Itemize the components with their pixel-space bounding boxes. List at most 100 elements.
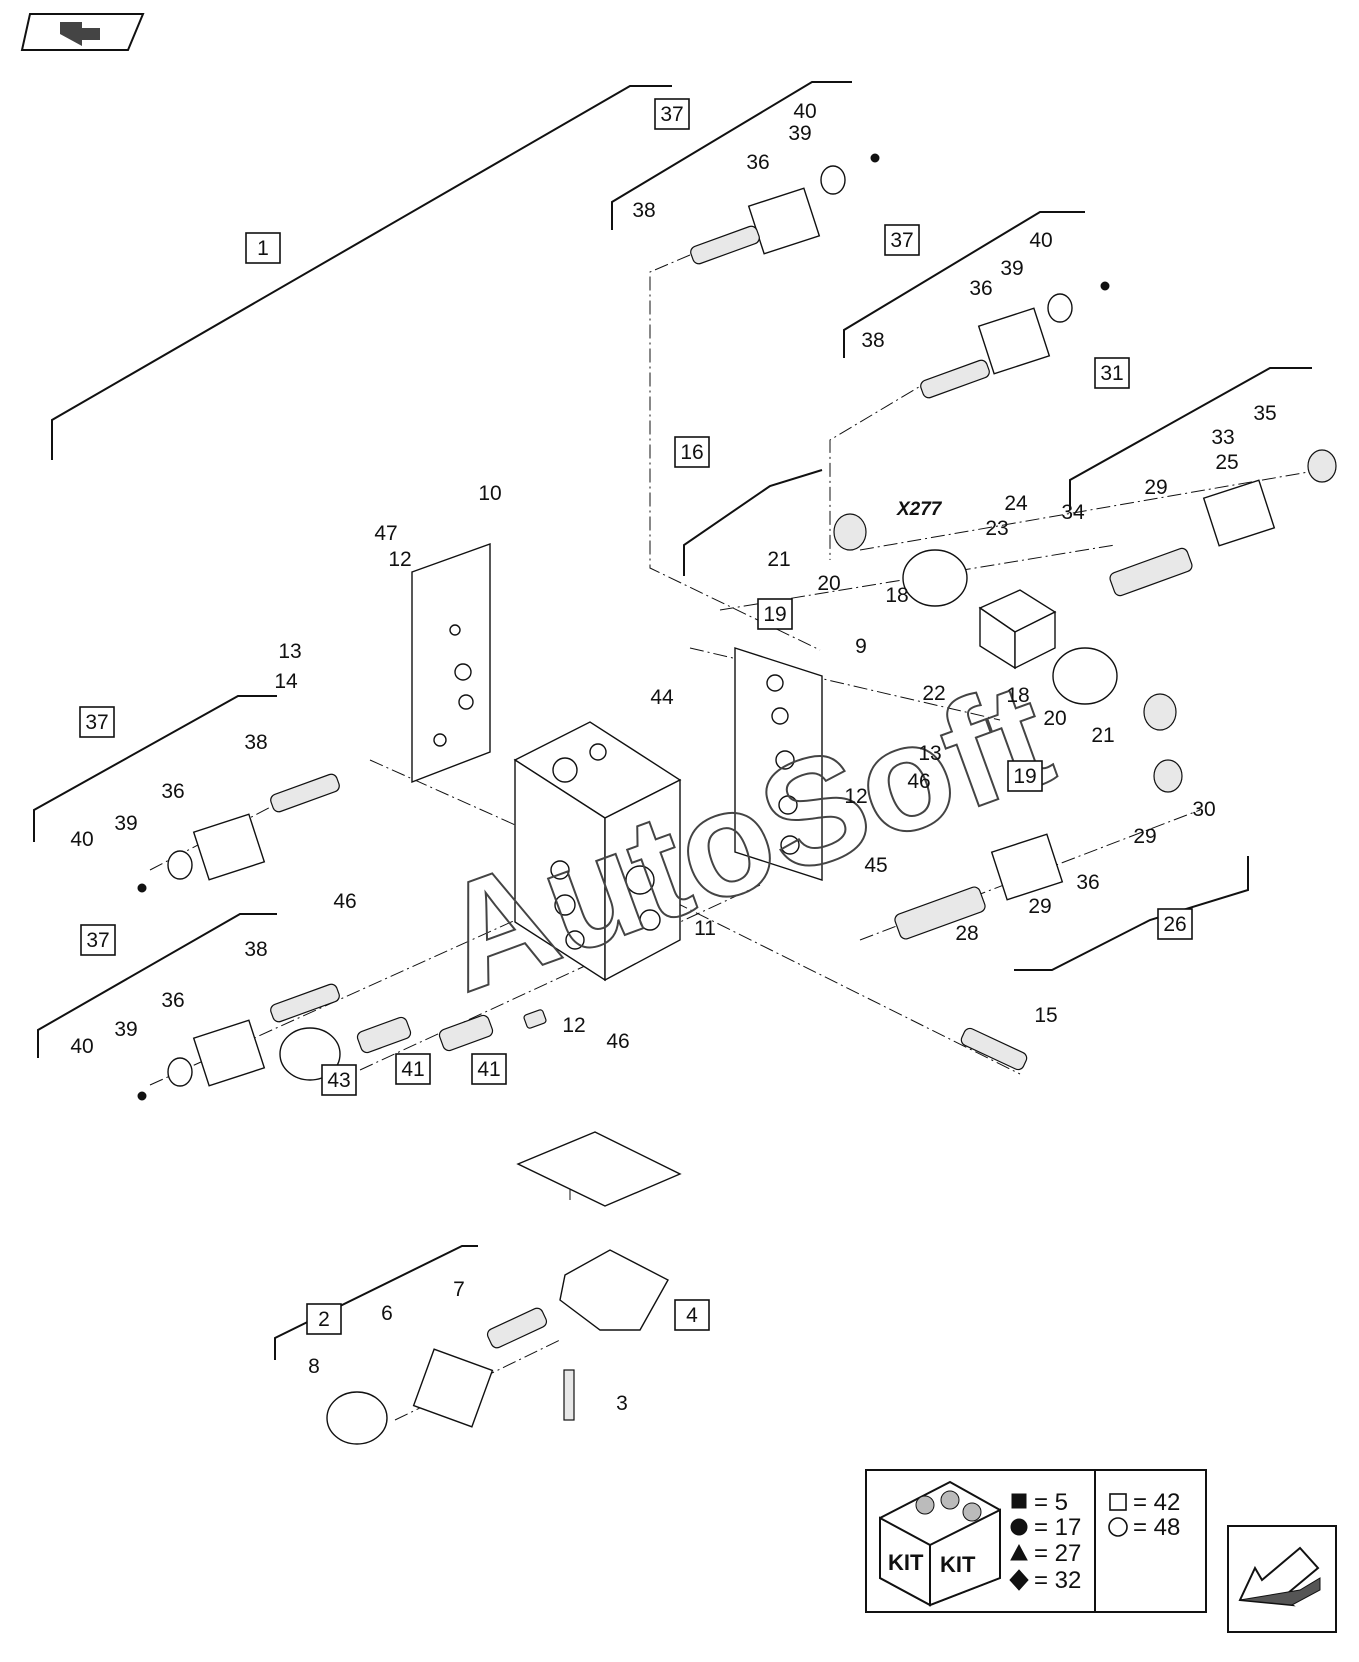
cartridge-valve — [270, 225, 1193, 1071]
nut — [137, 153, 1110, 1101]
boxed-callout: 37 — [654, 98, 690, 130]
legend-value: = 42 — [1133, 1489, 1180, 1516]
boxed-callout-label: 37 — [660, 103, 683, 126]
boxed-callout: 43 — [321, 1064, 357, 1096]
boxed-callout: 37 — [884, 224, 920, 256]
callout-label: 39 — [114, 1018, 137, 1041]
boxed-callout-label: 2 — [318, 1308, 330, 1331]
callout-label: 45 — [864, 854, 887, 877]
callout-label: 3 — [616, 1392, 628, 1415]
boxed-callout: 4 — [674, 1299, 710, 1331]
callout-label: 9 — [855, 635, 867, 658]
boxed-callout: 37 — [79, 706, 115, 738]
boxed-callout: 26 — [1157, 908, 1193, 940]
callout-label: 12 — [388, 548, 411, 571]
legend-row-circle-open: = 48 — [1108, 1514, 1180, 1541]
callout-label: 40 — [1029, 229, 1052, 252]
legend-value: = 48 — [1133, 1514, 1180, 1541]
kit-legend: KIT KIT = 5 = 17 = 27 = 32 = 42 = 48 — [865, 1469, 1207, 1613]
callout-label: 12 — [844, 785, 867, 808]
legend-row-triangle-filled: = 27 — [1010, 1540, 1081, 1567]
callout-label: 39 — [1000, 257, 1023, 280]
callout-label: 38 — [632, 199, 655, 222]
legend-value: = 17 — [1034, 1514, 1081, 1541]
boxed-callout-label: 37 — [85, 711, 108, 734]
kit-label-1: KIT — [888, 1550, 924, 1575]
boxed-callout: 31 — [1094, 357, 1130, 389]
bracket-group — [33, 81, 1312, 1360]
legend-row-square-open: = 42 — [1109, 1489, 1180, 1516]
callout-label: 29 — [1028, 895, 1051, 918]
callout-label: 46 — [333, 890, 356, 913]
callout-label: 34 — [1061, 501, 1085, 524]
callout-label: 38 — [244, 731, 267, 754]
boxed-callout-label: 31 — [1100, 362, 1123, 385]
callout-label: 23 — [985, 517, 1008, 540]
callout-label: 30 — [1192, 798, 1215, 821]
coil-18 — [902, 549, 1118, 705]
callout-label: 18 — [1006, 684, 1029, 707]
callout-label: 22 — [922, 682, 945, 705]
next-page-arrow-icon[interactable] — [1227, 1525, 1337, 1633]
callout-label: 46 — [606, 1030, 629, 1053]
boxed-callout: 2 — [306, 1303, 342, 1335]
callout-label: 36 — [1076, 871, 1099, 894]
legend-row-diamond-filled: = 32 — [1009, 1567, 1081, 1594]
callout-label: 29 — [1133, 825, 1156, 848]
boxed-callout-label: 43 — [327, 1069, 350, 1092]
boxed-callout: 19 — [1007, 760, 1043, 792]
legend-row-square-filled: = 5 — [1011, 1489, 1068, 1516]
boxed-callout: 41 — [395, 1053, 431, 1085]
connector-label: X277 — [896, 499, 943, 520]
plain-callouts: 3678910111212121313141518182020212122232… — [70, 100, 1276, 1415]
callout-label: 10 — [478, 482, 501, 505]
kit-label-2: KIT — [940, 1552, 976, 1577]
boxed-callout-label: 19 — [763, 603, 786, 626]
callout-label: 13 — [918, 742, 941, 765]
callout-label: 15 — [1034, 1004, 1057, 1027]
callout-label: 44 — [650, 686, 674, 709]
valve-block — [513, 721, 682, 982]
callout-label: 20 — [817, 572, 840, 595]
legend-value: = 5 — [1034, 1489, 1068, 1516]
callout-label: 36 — [969, 277, 992, 300]
callout-label: 12 — [562, 1014, 585, 1037]
boxed-callout-label: 37 — [86, 929, 109, 952]
boxed-callout-label: 41 — [477, 1058, 500, 1081]
callout-label: 36 — [161, 989, 184, 1012]
pilot-valve-assembly — [326, 1131, 682, 1445]
boxed-callout-label: 4 — [686, 1304, 698, 1327]
boxed-callout: 16 — [674, 436, 710, 468]
callout-label: 25 — [1215, 451, 1238, 474]
boxed-callout: 37 — [80, 924, 116, 956]
boxed-callout: 19 — [757, 598, 793, 630]
legend-value: = 32 — [1034, 1567, 1081, 1594]
callout-label: 35 — [1253, 402, 1276, 425]
kit-box-icon: KIT KIT — [879, 1480, 1001, 1607]
callout-label: 39 — [114, 812, 137, 835]
cartridge-41-43 — [279, 1009, 547, 1081]
boxed-callout-label: 1 — [257, 237, 269, 260]
right-plate — [734, 647, 823, 881]
callout-label: 14 — [274, 670, 298, 693]
block-23 — [978, 589, 1057, 670]
callout-label: 33 — [1211, 426, 1234, 449]
return-arrow-icon[interactable] — [20, 13, 145, 51]
callout-label: 46 — [907, 770, 930, 793]
callout-label: 39 — [788, 122, 811, 145]
callout-label: 40 — [70, 828, 93, 851]
callout-label: 21 — [767, 548, 790, 571]
solenoid-coil — [192, 187, 1276, 1087]
callout-label: 18 — [885, 584, 908, 607]
callout-label: 6 — [381, 1302, 393, 1325]
callout-label: 29 — [1144, 476, 1167, 499]
nut-21 — [833, 449, 1337, 793]
boxed-callout: 41 — [471, 1053, 507, 1085]
callout-label: 40 — [793, 100, 816, 123]
boxed-callout: 1 — [245, 232, 281, 264]
callout-label: 7 — [453, 1278, 465, 1301]
callout-label: 40 — [70, 1035, 93, 1058]
callout-label: 47 — [374, 522, 397, 545]
